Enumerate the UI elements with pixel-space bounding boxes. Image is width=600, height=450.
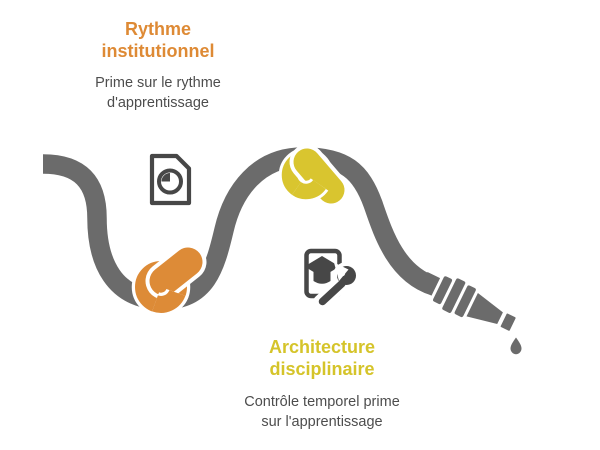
document-clock-icon (149, 153, 192, 206)
nozzle-cone (466, 292, 503, 325)
knot-ring-front (292, 179, 326, 200)
subtitle-line: Prime sur le rythme (95, 75, 221, 91)
document-outline (149, 153, 192, 206)
nozzle-tip (500, 313, 516, 331)
nozzle-ring-1 (433, 276, 453, 305)
knot-loop (149, 247, 203, 296)
hose-nozzle (418, 271, 516, 331)
institutional-subtitle: Prime sur le rythme d'apprentissage (78, 73, 238, 113)
knot-institutional (131, 243, 207, 317)
title-line: Rythme (124, 19, 191, 39)
knot-disciplinary (278, 144, 349, 208)
graduation-cap-base (313, 271, 331, 284)
knot-ring-front (152, 289, 186, 313)
title-line: disciplinaire (269, 359, 375, 379)
document-graduation-wrench-icon (304, 248, 360, 311)
hose-group (42, 147, 522, 355)
disciplinary-subtitle: Contrôle temporel prime sur l'apprentiss… (232, 392, 412, 432)
subtitle-line: d'apprentissage (107, 95, 209, 111)
title-line: Architecture (268, 337, 376, 357)
wrench-slot-end (339, 270, 346, 277)
clock-face (157, 168, 183, 195)
wrench-handle (318, 279, 346, 306)
title-line: institutionnel (101, 41, 215, 61)
droplet-icon (510, 337, 522, 355)
graduation-cap (304, 256, 340, 277)
knot-loop (293, 148, 345, 204)
disciplinary-title: Architecture disciplinaire (232, 336, 412, 380)
nozzle-ring-2 (442, 278, 466, 313)
subtitle-line: Contrôle temporel prime (244, 394, 400, 410)
hose-path (42, 147, 438, 310)
clock-hands (161, 173, 170, 182)
label-disciplinary: Architecture disciplinaire Contrôle temp… (232, 336, 412, 432)
subtitle-line: sur l'apprentissage (261, 414, 383, 430)
nozzle-ring-3 (454, 285, 476, 318)
nozzle-collar (418, 271, 441, 296)
label-institutional: Rythme institutionnel Prime sur le rythm… (78, 18, 238, 113)
institutional-title: Rythme institutionnel (78, 18, 238, 62)
